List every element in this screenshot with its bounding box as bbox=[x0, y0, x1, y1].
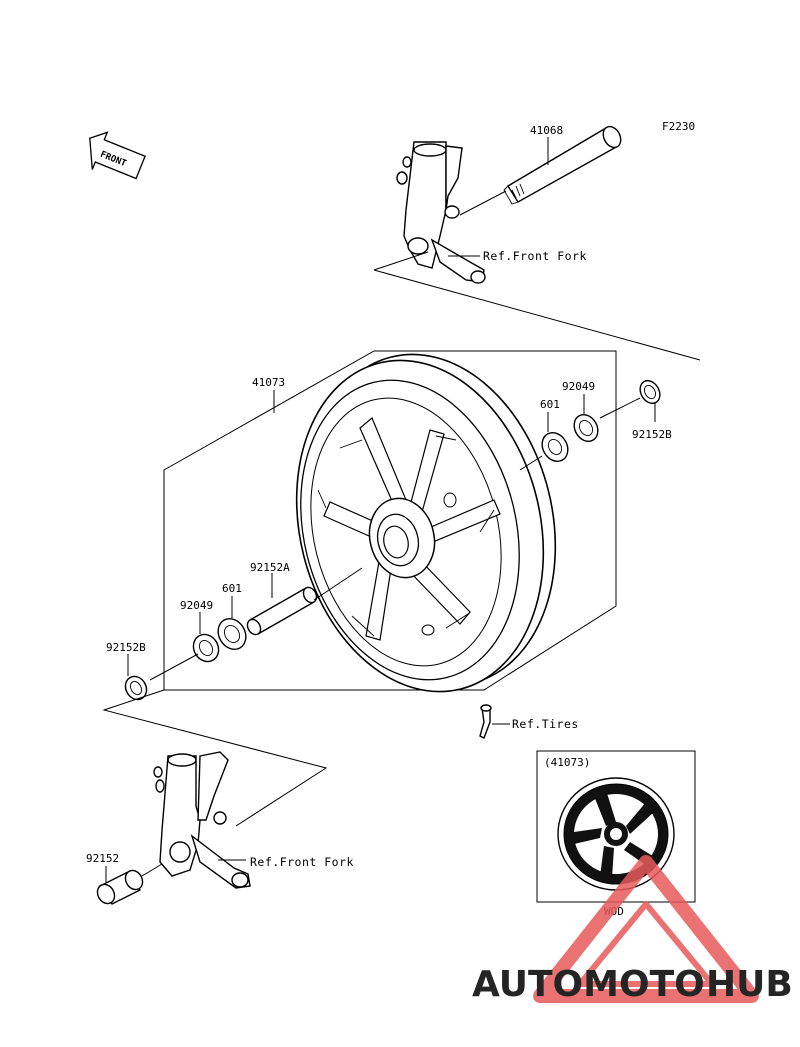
front-fork-upper bbox=[396, 141, 486, 284]
label-collar-right: 92152B bbox=[632, 428, 672, 441]
ref-front-fork-upper: Ref.Front Fork bbox=[483, 249, 587, 263]
spacer-92152a bbox=[246, 586, 318, 636]
wheel-41073 bbox=[295, 353, 557, 693]
seal-92049-left bbox=[192, 633, 220, 663]
watermark-triangle-icon bbox=[533, 855, 759, 1003]
front-arrow-icon: FRONT bbox=[89, 131, 146, 180]
collar-92152b-right bbox=[639, 379, 661, 405]
front-fork-lower bbox=[153, 751, 251, 889]
seal-92049-right bbox=[573, 413, 599, 443]
bearing-601-left bbox=[217, 617, 247, 651]
label-collar-lower: 92152 bbox=[86, 852, 119, 865]
inset-wheel-icon bbox=[557, 777, 675, 891]
label-axle: 41068 bbox=[530, 124, 563, 137]
label-wheel: 41073 bbox=[252, 376, 285, 389]
inset-panel: (41073) WOD bbox=[536, 750, 696, 918]
label-seal-right: 92049 bbox=[562, 380, 595, 393]
watermark-text-2: HUB bbox=[706, 964, 793, 1005]
tire-valve-icon bbox=[479, 704, 492, 739]
bearing-601-right bbox=[541, 431, 569, 463]
label-seal-left: 92049 bbox=[180, 599, 213, 612]
label-bearing-left: 601 bbox=[222, 582, 242, 595]
ref-front-fork-lower: Ref.Front Fork bbox=[250, 855, 354, 869]
inset-title: (41073) bbox=[544, 756, 590, 769]
collar-92152-lower bbox=[96, 869, 144, 905]
label-spacer: 92152A bbox=[250, 561, 290, 574]
figure-code: F2230 bbox=[662, 120, 695, 133]
collar-92152b-left bbox=[124, 675, 148, 701]
label-collar-left: 92152B bbox=[106, 641, 146, 654]
axle-41068 bbox=[503, 125, 622, 205]
watermark-text-1: AUTOMOTO bbox=[472, 964, 705, 1005]
watermark-logo: AUTOMOTO HUB bbox=[472, 855, 793, 1005]
ref-tires: Ref.Tires bbox=[512, 717, 579, 731]
label-bearing-right: 601 bbox=[540, 398, 560, 411]
